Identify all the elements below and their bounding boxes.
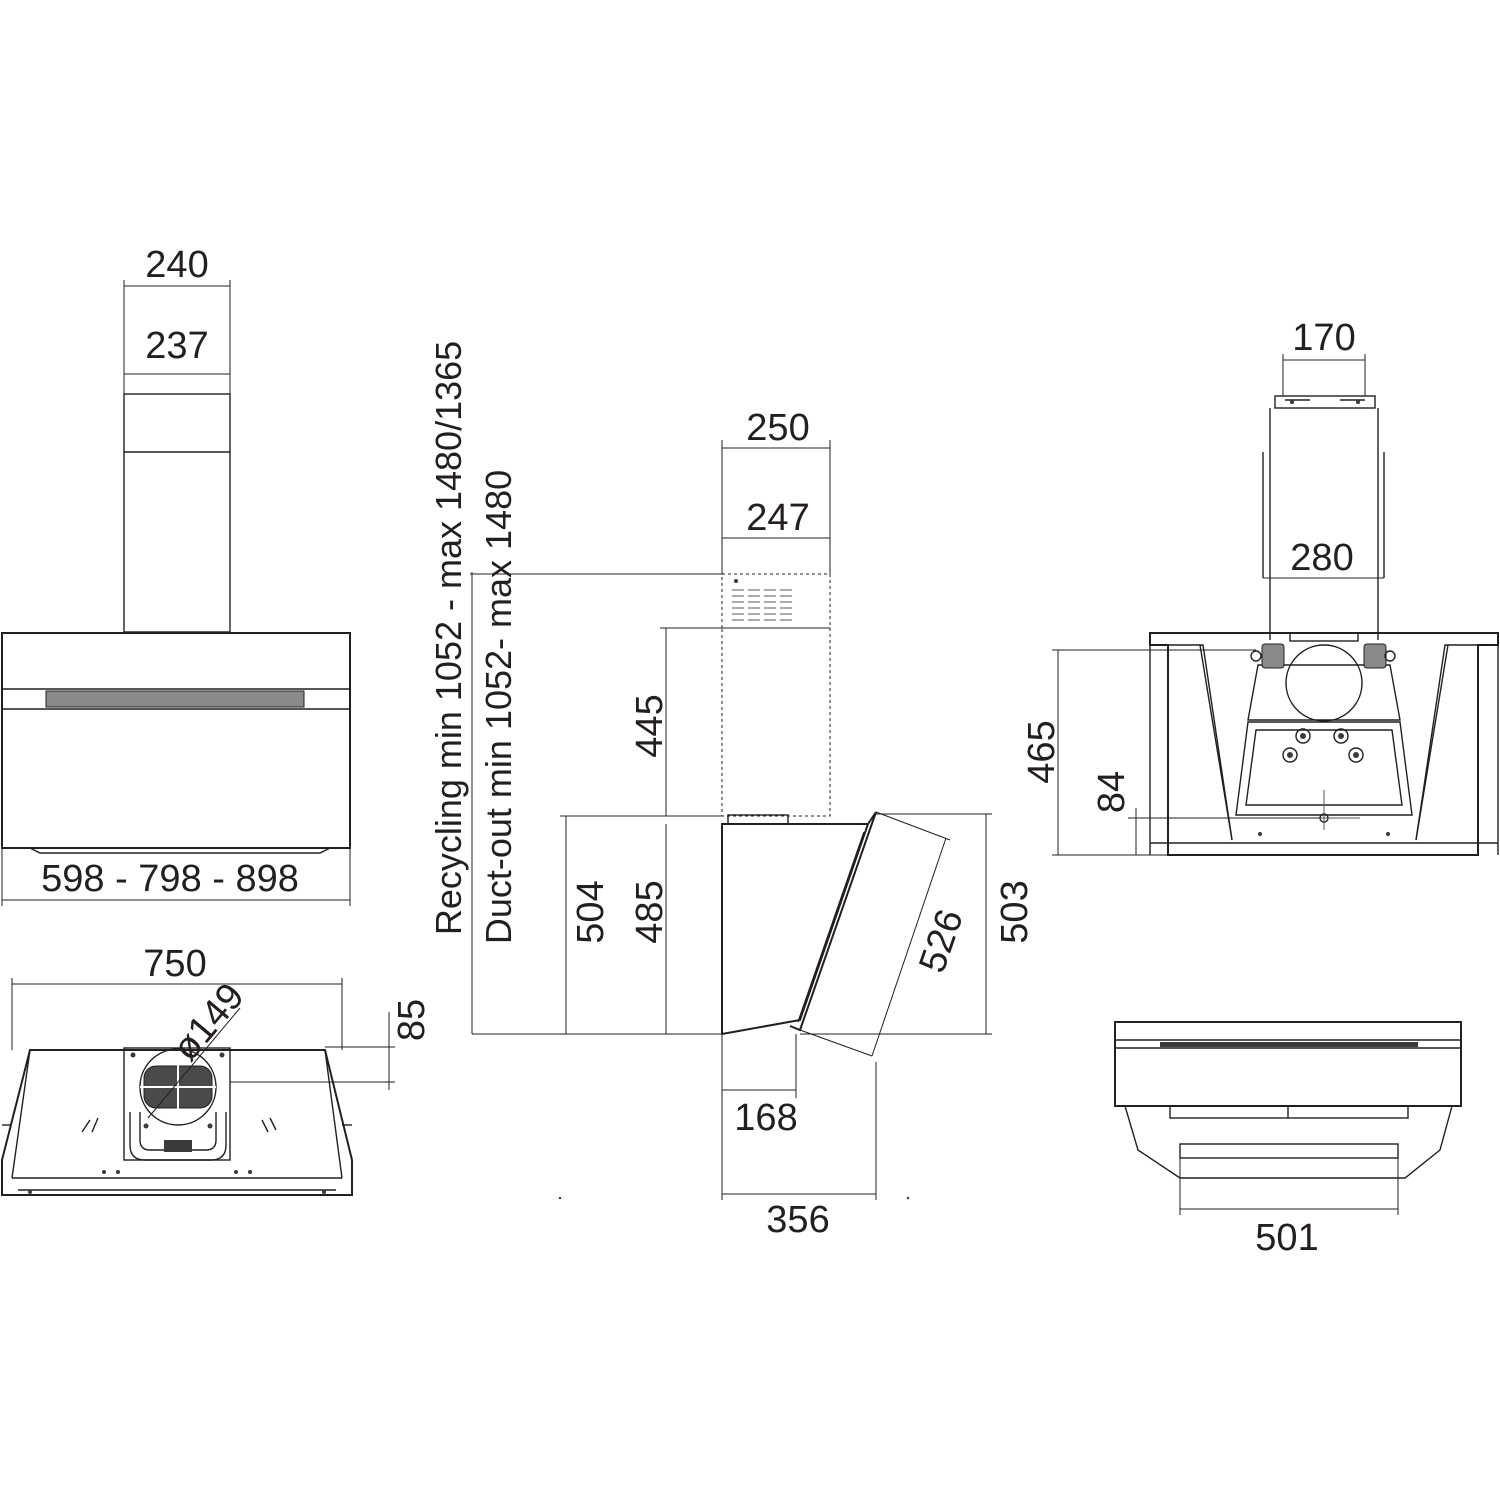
bottom-view: 750 ø149 85 — [0, 943, 433, 1196]
dim-height-total: 504 — [570, 880, 612, 943]
dim-outlet-offset: 85 — [391, 999, 433, 1041]
dim-outlet-diameter: ø149 — [165, 976, 253, 1069]
dim-chimney-outer-width: 240 — [145, 244, 208, 286]
dim-filter-width: 501 — [1255, 1217, 1318, 1259]
dim-bracket-width: 170 — [1292, 317, 1355, 359]
side-hood-body — [721, 823, 870, 1035]
dim-depth-total: 356 — [766, 1199, 829, 1241]
front-view: 240 237 598 - 798 - 898 — [1, 244, 351, 906]
label-ductout-height: Duct-out min 1052- max 1480 — [478, 470, 519, 944]
dim-height-front: 503 — [994, 880, 1036, 943]
top-filter — [1179, 1143, 1399, 1159]
side-chimney-lower — [721, 627, 831, 817]
front-hood-body — [1, 632, 351, 849]
dim-height-body: 485 — [629, 880, 671, 943]
dim-chimney-inner-width: 237 — [145, 325, 208, 367]
dim-rear-height: 465 — [1021, 720, 1063, 783]
rear-outlet-circle — [1285, 644, 1363, 722]
rear-view: 170 280 465 84 — [1021, 317, 1499, 856]
top-lower-body — [1124, 1105, 1453, 1179]
rear-inner-frame — [1247, 664, 1401, 721]
rear-hood-outline — [1149, 632, 1499, 856]
front-vent-grille — [45, 690, 305, 708]
top-hood-outline — [1114, 1021, 1462, 1107]
dim-lower-offset: 84 — [1091, 771, 1133, 813]
dim-hood-widths: 598 - 798 - 898 — [41, 858, 299, 900]
dim-chimney-outer-depth: 250 — [746, 407, 809, 449]
rear-bracket — [1274, 395, 1376, 409]
side-view: Recycling min 1052 - max 1480/1365 Duct-… — [428, 341, 1036, 1241]
dim-bottom-width: 750 — [143, 943, 206, 985]
top-view: 501 — [1114, 1021, 1462, 1259]
dim-depth-top: 168 — [734, 1097, 797, 1139]
dim-frame-width: 280 — [1290, 537, 1353, 579]
bottom-handle — [129, 1112, 227, 1161]
top-vent-strip — [1160, 1042, 1418, 1047]
dim-chimney-inner-depth: 247 — [746, 497, 809, 539]
front-chimney — [123, 393, 231, 633]
label-recycling-height: Recycling min 1052 - max 1480/1365 — [428, 341, 469, 935]
side-glass-panel — [789, 811, 877, 1032]
dim-chimney-height: 445 — [629, 694, 671, 757]
side-vent-slots — [732, 589, 792, 621]
dim-glass-length: 526 — [911, 904, 971, 978]
